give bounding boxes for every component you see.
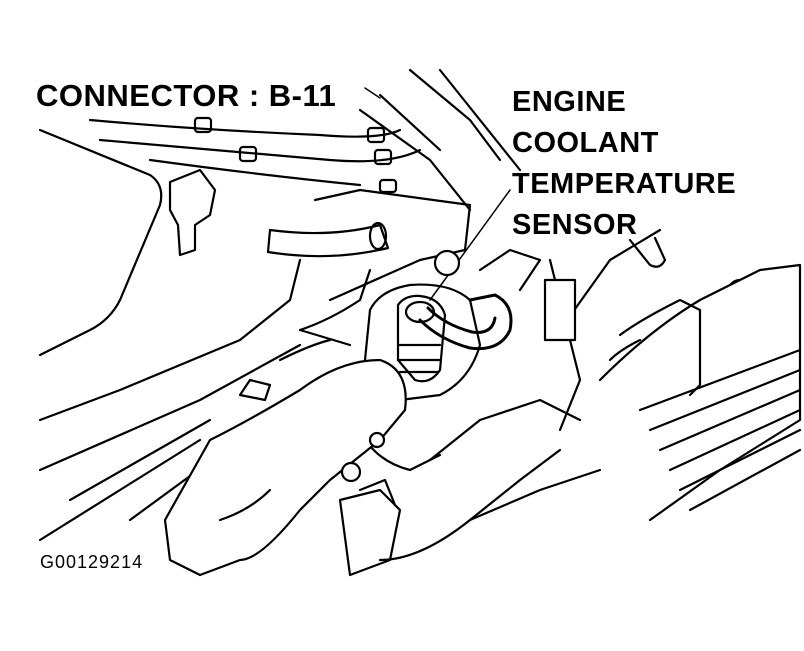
connector-leader (364, 87, 381, 99)
upper-bolts (433, 236, 754, 306)
upper-hose (266, 221, 390, 258)
radiator-hose (543, 228, 802, 522)
sensor-label-line-1: ENGINE (512, 86, 627, 118)
lower-pipe-clamp (338, 398, 602, 577)
sensor-label: ENGINE COOLANT TEMPERATURE SENSOR (512, 82, 736, 246)
sensor-label-line-4: SENSOR (512, 209, 638, 241)
figure-id: G00129214 (40, 552, 144, 572)
sensor-wire (418, 293, 513, 351)
connector-label: CONNECTOR : B-11 (36, 78, 337, 113)
harness-clip (168, 168, 217, 257)
sensor-label-line-2: COOLANT (512, 127, 659, 159)
top-rail (88, 68, 522, 212)
sensor-label-line-3: TEMPERATURE (512, 168, 737, 200)
lower-hose (163, 328, 407, 577)
coolant-sensor (396, 294, 447, 383)
leader-line (429, 189, 511, 301)
